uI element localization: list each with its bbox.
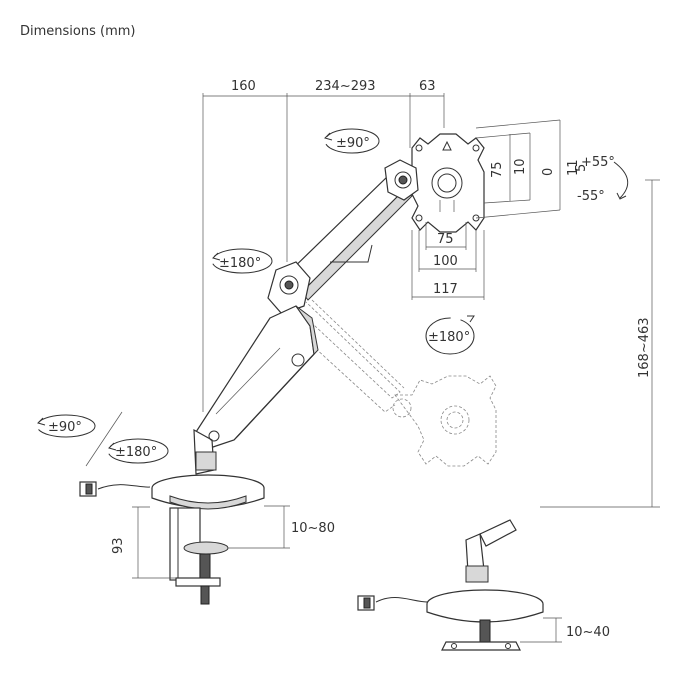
vesa-v-75-label: 75 [490, 161, 505, 178]
clamp-dimension-lines [132, 505, 290, 579]
vesa-v-5-label: 5 [574, 164, 589, 172]
rotation-base-swivel: ±90° [36, 414, 96, 438]
vesa-mid-label: 100 [433, 254, 458, 269]
rotate-arrow-icon [324, 132, 333, 141]
clamp-thickness-label: 10~80 [291, 521, 335, 536]
vesa-v-11-label: 11 [566, 159, 581, 176]
svg-text:±180°: ±180° [219, 256, 261, 271]
vesa-side-lines [475, 119, 561, 219]
svg-text:±180°: ±180° [115, 445, 157, 460]
arm-reach-1-label: 160 [231, 79, 256, 94]
vesa-plate-upper [411, 133, 485, 233]
tilt-down-label: -55° [577, 189, 605, 204]
svg-text:±180°: ±180° [428, 330, 470, 345]
vesa-dimension-lines [411, 222, 485, 300]
tilt-arrowhead-icon [616, 192, 627, 200]
lowered-position-ghost [289, 299, 497, 467]
rotation-head-swivel: ±90° [324, 128, 380, 154]
tilt-up-label: +55° [581, 155, 615, 170]
grommet-thickness-label: 10~40 [566, 625, 610, 640]
vesa-v-0-label: 0 [541, 168, 556, 176]
head-depth-label: 63 [419, 79, 436, 94]
svg-text:±90°: ±90° [336, 136, 370, 151]
height-range-label: 168~463 [637, 317, 652, 378]
grommet-mount-inset [357, 519, 562, 651]
height-dimension-lines [540, 179, 660, 508]
rotate-arrow-icon [37, 417, 46, 426]
vesa-small-label: 75 [437, 232, 454, 247]
diagram-title: Dimensions (mm) [20, 24, 136, 39]
tilt-arrow-icon [613, 161, 629, 199]
clamp-height-label: 93 [111, 537, 126, 554]
base-divider-line [85, 411, 123, 467]
rotation-screen: ±180° [425, 315, 475, 355]
rotation-base: ±180° [107, 438, 169, 464]
rotate-arrow-icon [467, 315, 475, 323]
vesa-plate-width-label: 117 [433, 282, 458, 297]
svg-text:±90°: ±90° [48, 420, 82, 435]
power-cable [79, 481, 151, 497]
rotate-arrow-icon [212, 252, 221, 261]
top-dimension-lines [202, 93, 445, 412]
rotate-arrow-icon [108, 442, 117, 451]
desk-base-clamp [151, 474, 265, 605]
arm-reach-2-label: 234~293 [315, 79, 376, 94]
rotation-mid-arm: ±180° [211, 248, 273, 274]
vesa-v-10-label: 10 [513, 158, 528, 175]
monitor-arm-body [193, 159, 419, 475]
